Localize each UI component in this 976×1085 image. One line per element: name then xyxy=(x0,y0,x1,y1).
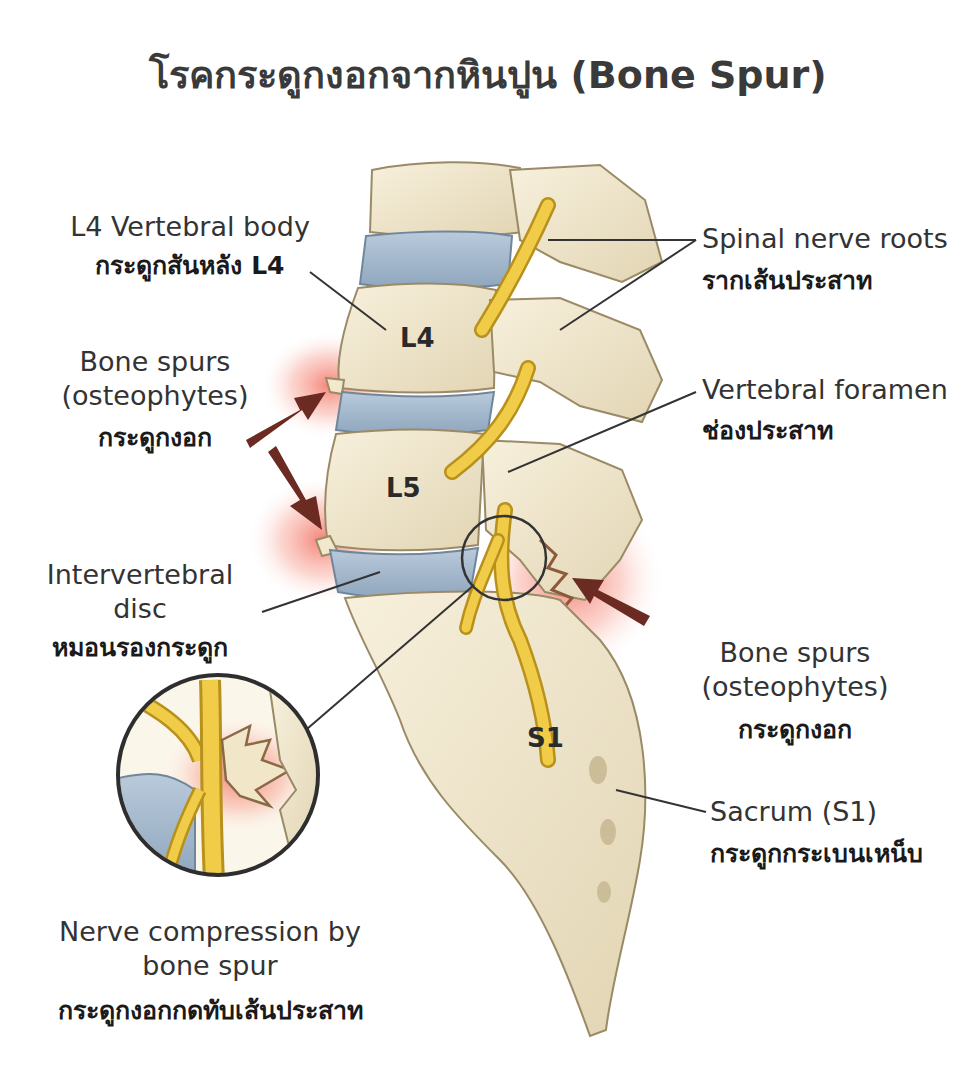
part-label-thai: รากเส้นประสาท xyxy=(702,265,976,296)
part-label-thai: กระดูกกระเบนเหน็บ xyxy=(710,838,976,869)
pointer-arrow xyxy=(246,392,650,626)
vertebra-number: S1 xyxy=(527,722,587,755)
vertebral-body xyxy=(338,284,496,393)
nerve-roots xyxy=(452,205,548,760)
part-label: Intervertebral disc xyxy=(40,558,240,626)
part-label-thai: กระดูกงอก xyxy=(680,714,910,745)
part-label: Sacrum (S1) xyxy=(710,795,976,829)
part-label: L4 Vertebral body xyxy=(40,210,340,244)
intervertebral-disc xyxy=(336,392,494,435)
inset-border xyxy=(118,675,318,875)
part-label: Bone spurs (osteophytes) xyxy=(55,345,255,413)
inset-caption: Nerve compression by bone spur xyxy=(45,915,375,983)
intervertebral-disc xyxy=(360,232,512,289)
part-label: Bone spurs (osteophytes) xyxy=(690,636,900,704)
focus-circle xyxy=(462,516,546,600)
part-label: Spinal nerve roots xyxy=(702,222,976,256)
part-label-thai: กระดูกสันหลัง L4 xyxy=(40,250,340,281)
sacral-foramen xyxy=(597,881,611,903)
part-label-thai: ช่องประสาท xyxy=(702,415,976,446)
vertebral-body xyxy=(370,162,522,236)
vertebra-number: L5 xyxy=(386,472,446,505)
vertebra-number: L4 xyxy=(400,322,460,355)
part-label-thai: หมอนรองกระดูก xyxy=(20,632,260,663)
sacral-foramen xyxy=(589,756,607,784)
sacral-foramen xyxy=(600,819,616,845)
vertebral-body xyxy=(325,430,484,551)
part-label-thai: กระดูกงอก xyxy=(55,422,255,453)
part-label: Vertebral foramen xyxy=(702,373,976,407)
leader-line xyxy=(262,240,706,812)
diagram-title: โรคกระดูกงอกจากหินปูน (Bone Spur) xyxy=(0,52,976,100)
inset-caption-thai: กระดูกงอกกดทับเส้นประสาท xyxy=(10,995,410,1026)
